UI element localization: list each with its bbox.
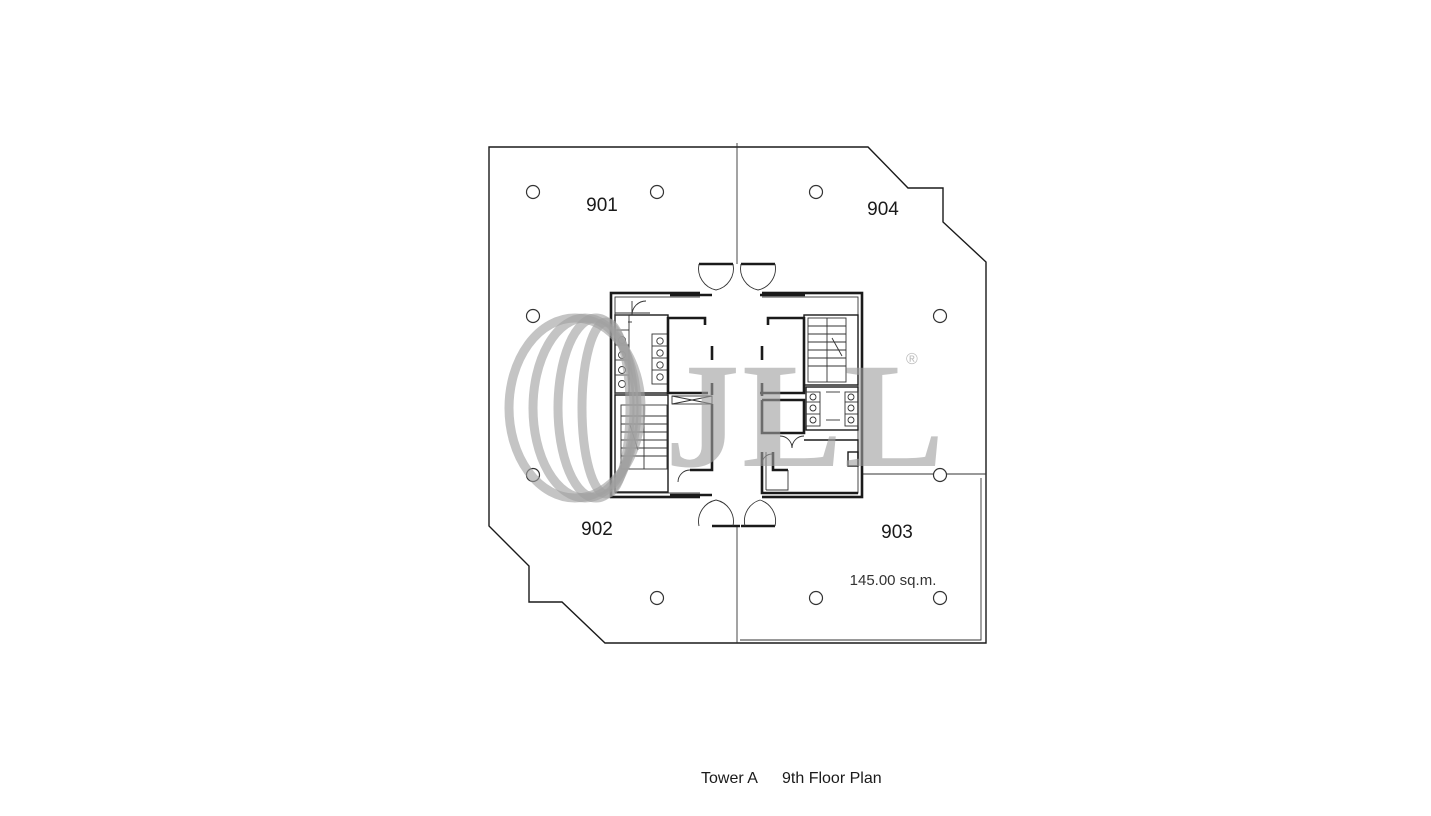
tower-caption: Tower A [701,770,758,787]
column [649,590,665,606]
column [932,308,948,324]
corridor-opening-bottom [700,492,762,501]
stair-right [803,314,859,386]
unit-904-label: 904 [867,199,899,220]
jll-watermark: JLL ® [504,313,946,503]
column [525,184,541,200]
door-top-left [698,262,734,291]
column [808,184,824,200]
unit-903-inner-edge [740,478,982,641]
jll-watermark-rings [504,313,646,503]
jll-watermark-text: JLL [665,333,946,499]
lift-shaft-left [666,316,714,483]
column [525,308,541,324]
floor-plan-caption: 9th Floor Plan [782,770,882,787]
jll-registered-mark: ® [906,351,918,368]
column [932,467,948,483]
column [932,590,948,606]
door-bottom-left [698,499,740,528]
unit-903-label: 903 [881,522,913,543]
unit-903-area: 145.00 sq.m. [850,572,937,589]
door-top-right [740,262,776,291]
service-rooms-right [760,439,859,495]
column [649,184,665,200]
corridor-opening-top [700,289,762,298]
restroom-right [805,386,859,431]
unit-901-label: 901 [586,195,618,216]
building-outline [488,146,987,644]
column [808,590,824,606]
unit-902-label: 902 [581,519,613,540]
door-bottom-right [741,499,776,528]
